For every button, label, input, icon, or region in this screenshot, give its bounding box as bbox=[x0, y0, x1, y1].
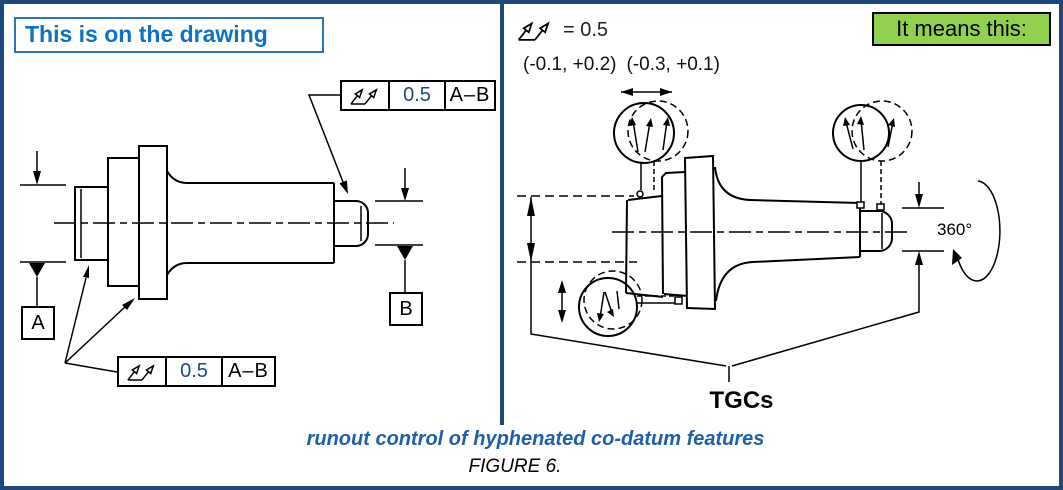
fcf-datum-reference: A–B bbox=[221, 358, 274, 385]
left-leader-lines bbox=[64, 94, 348, 373]
feature-control-frame-lower: 0.5 A–B bbox=[117, 356, 276, 387]
right-dimension-lines bbox=[517, 182, 944, 382]
left-datum-symbols bbox=[20, 151, 423, 306]
runout-legend-value: = 0.5 bbox=[563, 18, 609, 41]
datum-b-label: B bbox=[389, 292, 423, 326]
tgc-label: TGCs bbox=[709, 387, 774, 414]
total-runout-icon bbox=[350, 88, 378, 105]
dial-indicator-top-right bbox=[832, 100, 913, 211]
technical-drawing-canvas bbox=[20, 88, 1001, 382]
fcf-tolerance-value: 0.5 bbox=[388, 82, 444, 109]
deviation-right: (-0.3, +0.1) bbox=[626, 54, 720, 75]
figure-number: FIGURE 6. bbox=[468, 456, 562, 477]
datum-a-label: A bbox=[21, 306, 55, 340]
panel-divider bbox=[500, 4, 504, 425]
rotation-ellipse bbox=[952, 180, 1001, 282]
fcf-tolerance-value: 0.5 bbox=[165, 358, 221, 385]
fcf-datum-reference: A–B bbox=[444, 82, 494, 109]
rotation-360-label: 360° bbox=[937, 220, 973, 239]
fcf-symbol-cell bbox=[119, 358, 165, 385]
dial-indicator-top-left bbox=[613, 88, 689, 198]
drawing-banner: This is on the drawing bbox=[14, 17, 324, 53]
deviation-left: (-0.1, +0.2) bbox=[523, 54, 617, 75]
left-shaft-drawing bbox=[54, 145, 394, 300]
total-runout-icon bbox=[127, 364, 155, 381]
fcf-symbol-cell bbox=[342, 82, 388, 109]
deviation-values: (-0.1, +0.2) (-0.3, +0.1) bbox=[523, 54, 720, 76]
figure-caption: runout control of hyphenated co-datum fe… bbox=[306, 428, 765, 450]
dial-indicator-bottom bbox=[558, 270, 683, 337]
right-part-drawing bbox=[612, 154, 908, 311]
total-runout-icon bbox=[517, 21, 550, 41]
feature-control-frame-upper: 0.5 A–B bbox=[340, 80, 496, 111]
meaning-banner: It means this: bbox=[872, 12, 1051, 46]
runout-legend: = 0.5 bbox=[516, 18, 608, 42]
